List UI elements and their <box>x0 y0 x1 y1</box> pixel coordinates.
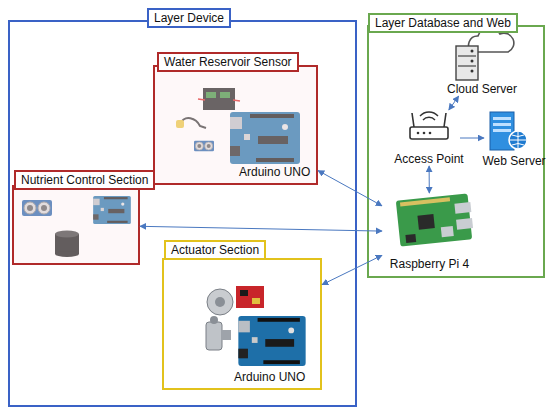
section-heading: Layer Device <box>147 8 231 28</box>
layer-box: Layer DeviceWater Reservoir SensorArduin… <box>8 20 357 407</box>
icon-node: Web Server <box>484 108 544 168</box>
connector-arrow <box>140 226 382 231</box>
connector-arrow <box>322 255 382 284</box>
node-label: Access Point <box>394 152 463 166</box>
icon-node: Access Point <box>398 110 460 166</box>
connector-arrow <box>318 171 382 206</box>
section-box: Actuator SectionArduino UNO <box>162 258 322 390</box>
router-icon <box>410 112 448 139</box>
connector-arrow <box>449 96 459 110</box>
actuator-parts <box>206 286 306 366</box>
node-label: Cloud Server <box>447 82 517 96</box>
connector-arrow <box>460 138 484 139</box>
node-label: Web Server <box>482 154 545 168</box>
connector-arrow <box>429 166 430 193</box>
layer-box: Layer Database and WebCloud ServerAccess… <box>367 25 545 278</box>
section-heading: Water Reservoir Sensor <box>157 52 299 72</box>
icon-node: Cloud Server <box>440 30 524 96</box>
section-box: Water Reservoir SensorArduino UNO <box>153 65 318 185</box>
board-label: Arduino UNO <box>239 165 310 179</box>
cloud-server-icon <box>456 28 514 80</box>
section-box: Nutrient Control Section <box>12 185 140 265</box>
icon-node: Raspberry Pi 4 <box>382 193 477 271</box>
web-server-icon <box>490 112 527 150</box>
section-heading: Nutrient Control Section <box>14 170 155 190</box>
board-label: Arduino UNO <box>234 370 305 384</box>
node-label: Raspberry Pi 4 <box>390 257 469 271</box>
section-heading: Layer Database and Web <box>368 13 518 33</box>
section-heading: Actuator Section <box>164 240 266 260</box>
raspberry-pi-icon <box>396 193 474 246</box>
